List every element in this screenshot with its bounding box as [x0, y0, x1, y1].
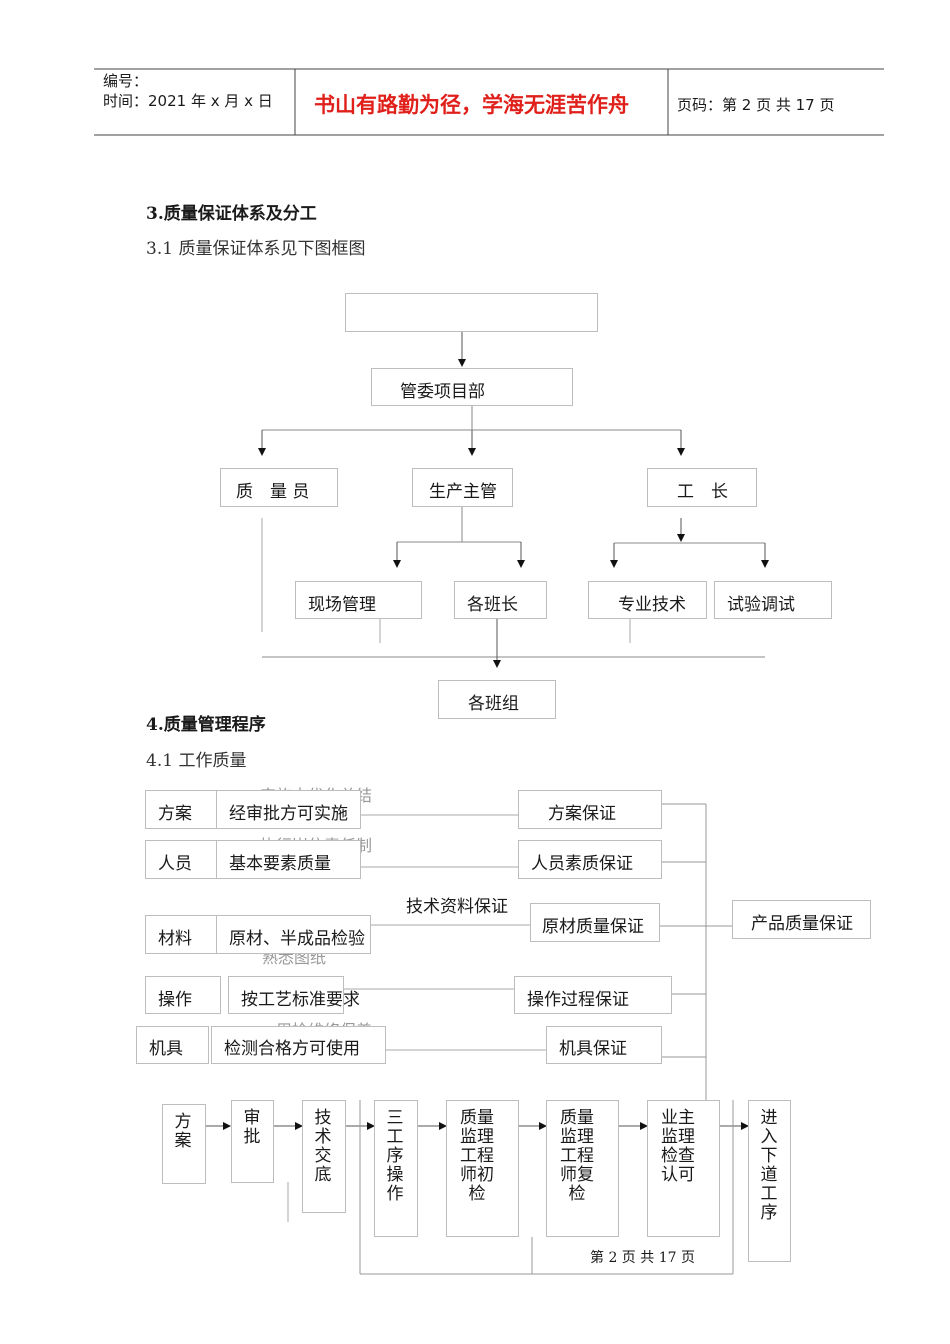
- flow-assurance-box: 机具保证: [546, 1026, 662, 1064]
- org-production-box: 生产主管: [412, 468, 513, 507]
- process-step-box: 进入下道工序: [748, 1100, 791, 1262]
- org-site-mgmt-label: 现场管理: [308, 595, 376, 615]
- flow-assurance-box: 人员素质保证: [518, 840, 662, 879]
- flow-requirement-box: 检测合格方可使用: [211, 1026, 386, 1064]
- org-teams-label: 各班组: [468, 694, 519, 714]
- process-step-box: 质量监理工程师初检: [446, 1100, 519, 1237]
- process-step-box: 三工序操作: [374, 1100, 418, 1237]
- org-dept-box: 管委项目部: [371, 368, 573, 406]
- org-foreman-box: 工 长: [647, 468, 757, 507]
- org-top-box: [345, 293, 598, 332]
- org-production-label: 生产主管: [429, 482, 497, 502]
- process-step-box: 审批: [231, 1100, 274, 1183]
- flow-category-box: 材料: [145, 915, 217, 954]
- process-step-box: 技术交底: [302, 1100, 346, 1213]
- flow-category-box: 机具: [136, 1026, 209, 1064]
- flow-category-box: 方案: [145, 790, 217, 829]
- section-4-heading: 4.质量管理程序: [146, 715, 266, 735]
- flow-assurance-box: 操作过程保证: [514, 976, 672, 1014]
- footer-page-number: 第 2 页 共 17 页: [590, 1250, 695, 1266]
- org-testing-box: 试验调试: [714, 581, 832, 619]
- org-quality-box: 质 量 员: [220, 468, 338, 507]
- tech-data-label: 技术资料保证: [406, 897, 508, 917]
- doc-number-label: 编号：: [103, 72, 149, 90]
- flow-category-box: 操作: [145, 976, 221, 1014]
- org-dept-label: 管委项目部: [400, 382, 485, 402]
- flow-requirement-box: 经审批方可实施: [216, 790, 361, 829]
- org-teams-box: 各班组: [438, 680, 556, 719]
- org-team-leaders-box: 各班长: [454, 581, 547, 619]
- flow-assurance-box: 方案保证: [518, 790, 662, 829]
- process-step-box: 业主监理检查认可: [647, 1100, 720, 1237]
- org-site-mgmt-box: 现场管理: [295, 581, 422, 619]
- motto: 书山有路勤为径，学海无涯苦作舟: [314, 93, 629, 117]
- org-technical-label: 专业技术: [618, 595, 686, 615]
- org-quality-label: 质 量 员: [236, 482, 310, 502]
- flow-category-box: 人员: [145, 840, 217, 879]
- org-testing-label: 试验调试: [727, 595, 795, 615]
- page-number-label: 页码：第 2 页 共 17 页: [677, 96, 835, 114]
- product-quality-label: 产品质量保证: [751, 914, 853, 934]
- section-4-1-heading: 4.1 工作质量: [146, 751, 247, 771]
- flow-requirement-box: 基本要素质量: [216, 840, 361, 879]
- org-technical-box: 专业技术: [588, 581, 707, 619]
- section-3-heading: 3.质量保证体系及分工: [146, 204, 317, 224]
- org-foreman-label: 工 长: [677, 482, 728, 502]
- section-3-1-heading: 3.1 质量保证体系见下图框图: [146, 239, 366, 259]
- doc-time-label: 时间：2021 年 x 月 x 日: [103, 92, 273, 110]
- flow-requirement-box: 原材、半成品检验: [216, 915, 371, 954]
- product-quality-box: 产品质量保证: [732, 900, 871, 939]
- flow-requirement-box: 按工艺标准要求: [228, 976, 360, 1014]
- process-step-box: 质量监理工程师复检: [546, 1100, 619, 1237]
- process-step-box: 方案: [162, 1104, 206, 1184]
- org-team-leaders-label: 各班长: [467, 595, 518, 615]
- flow-assurance-box: 原材质量保证: [530, 903, 660, 942]
